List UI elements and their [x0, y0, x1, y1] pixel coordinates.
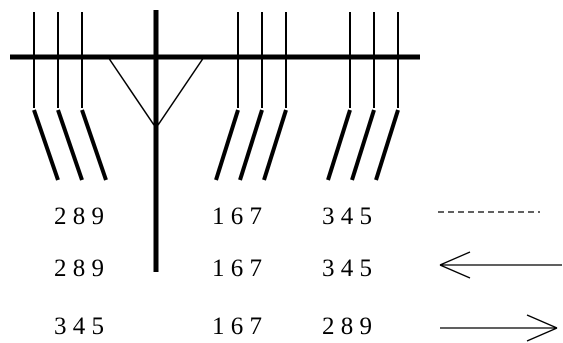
left-prongs — [32, 109, 108, 181]
right-prongs — [326, 109, 400, 181]
middle-strands — [237, 12, 287, 108]
right-strands — [349, 12, 399, 108]
row-3-middle-group: 1 6 7 — [212, 313, 262, 340]
arrow-right-icon — [440, 314, 558, 342]
middle-prongs — [214, 109, 288, 181]
row-3-right-group: 2 8 9 — [322, 313, 372, 340]
row-2-middle-group: 1 6 7 — [212, 255, 262, 282]
row-2-right-group: 3 4 5 — [322, 255, 372, 282]
row-3-left-group: 3 4 5 — [54, 313, 104, 340]
sequence-row-2: 2 8 9 1 6 7 3 4 5 — [54, 251, 562, 282]
v-brace — [107, 56, 205, 129]
row-1-right-group: 3 4 5 — [322, 203, 372, 230]
row-1-middle-group: 1 6 7 — [212, 203, 262, 230]
row-2-left-group: 2 8 9 — [54, 255, 104, 282]
row-1-left-group: 2 8 9 — [54, 203, 104, 230]
sequence-row-1: 2 8 9 1 6 7 3 4 5 — [54, 203, 540, 230]
arrow-left-icon — [439, 251, 562, 279]
left-strands — [33, 12, 83, 108]
sequence-row-3: 3 4 5 1 6 7 2 8 9 — [54, 313, 558, 342]
